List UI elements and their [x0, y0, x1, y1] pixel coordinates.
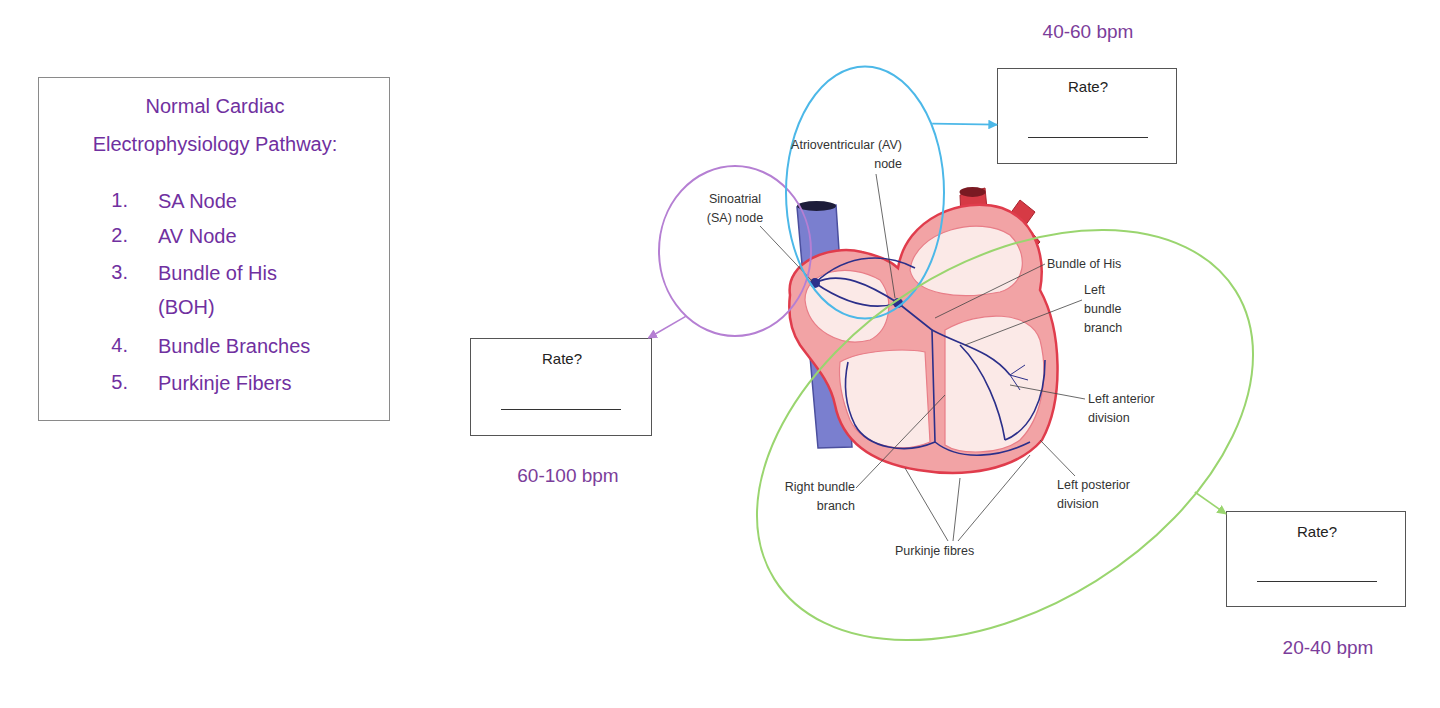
ventricular-conduction-ellipse: Bundle of HisLeft bundle branchLeft ante…: [745, 230, 1265, 640]
right-bundle-branch: [845, 362, 935, 448]
list-heading: Normal Cardiac Electrophysiology Pathway…: [70, 87, 360, 163]
left-ventricle: [945, 316, 1044, 452]
left-posterior-fascicle: [960, 345, 1005, 440]
interatrial-tract: [815, 258, 915, 283]
list-item: SA Node: [158, 184, 330, 218]
leader-line: [958, 455, 1030, 541]
part-label: Purkinje fibres: [895, 542, 1015, 561]
ellipse-outline: [745, 230, 1265, 640]
part-label: Bundle of His: [1047, 255, 1137, 274]
part-label: Left bundle branch: [1084, 281, 1132, 338]
rate-prompt: Rate?: [1227, 522, 1407, 542]
heart-wall: [789, 205, 1057, 473]
leader-line: [965, 300, 1082, 345]
left-bundle-branch: [932, 330, 1010, 375]
list-number: 3.: [98, 255, 128, 289]
sa-node-circle: Sinoatrial (SA) node: [658, 165, 812, 337]
rate-value: 40-60 bpm: [998, 20, 1178, 44]
rate-prompt: Rate?: [471, 349, 653, 369]
rate-box: Rate?20-40 bpm: [1226, 511, 1406, 607]
purkinje-network: [1005, 360, 1045, 440]
rate-prompt: Rate?: [998, 77, 1178, 97]
purkinje-network: [1010, 365, 1028, 390]
answer-blank: [1257, 581, 1377, 582]
part-label: Atrioventricular (AV) node: [790, 136, 902, 174]
pointer-arrow: [1195, 492, 1226, 514]
rate-value: 20-40 bpm: [1227, 636, 1429, 660]
highlight-ellipse: [786, 67, 944, 319]
highlight-ellipse: [683, 145, 1327, 708]
part-label: Right bundle branch: [755, 478, 855, 516]
leader-line: [1040, 440, 1075, 476]
list-item: Bundle of His (BOH): [158, 256, 330, 324]
leader-line: [856, 395, 945, 488]
leader-line: [905, 468, 948, 541]
bundle-of-his: [898, 303, 935, 442]
aorta-opening: [960, 187, 986, 197]
av-node-ellipse: Atrioventricular (AV) node: [785, 65, 945, 320]
list-item: AV Node: [158, 219, 330, 253]
vena-cava-opening: [797, 201, 836, 211]
leader-line: [876, 174, 895, 298]
part-label: Left anterior division: [1088, 390, 1180, 428]
part-label: Left posterior division: [1057, 476, 1157, 514]
leader-line: [935, 264, 1045, 318]
rate-box: Rate?40-60 bpm: [997, 68, 1177, 164]
answer-blank: [1028, 137, 1148, 138]
list-item: Purkinje Fibers: [158, 366, 330, 400]
ellipse-outline: [785, 65, 945, 320]
list-number: 4.: [98, 328, 128, 362]
right-ventricle: [839, 350, 930, 448]
rate-box: Rate?60-100 bpm: [470, 338, 652, 436]
leader-line: [953, 478, 960, 541]
part-label: Sinoatrial (SA) node: [695, 190, 775, 228]
list-number: 1.: [98, 183, 128, 217]
answer-blank: [501, 409, 621, 410]
list-number: 2.: [98, 218, 128, 252]
pointer-arrow: [932, 123, 997, 126]
conduction-pathway: [815, 258, 1045, 455]
pointer-arrow: [648, 316, 685, 338]
rate-value: 60-100 bpm: [471, 464, 665, 488]
list-item: Bundle Branches: [158, 329, 330, 363]
pathway-list-box: Normal Cardiac Electrophysiology Pathway…: [38, 77, 390, 421]
list-number: 5.: [98, 365, 128, 399]
ellipse-outline: [658, 165, 812, 337]
purkinje-network: [935, 442, 1030, 455]
leader-line: [1010, 385, 1085, 399]
highlight-ellipse: [659, 166, 811, 336]
